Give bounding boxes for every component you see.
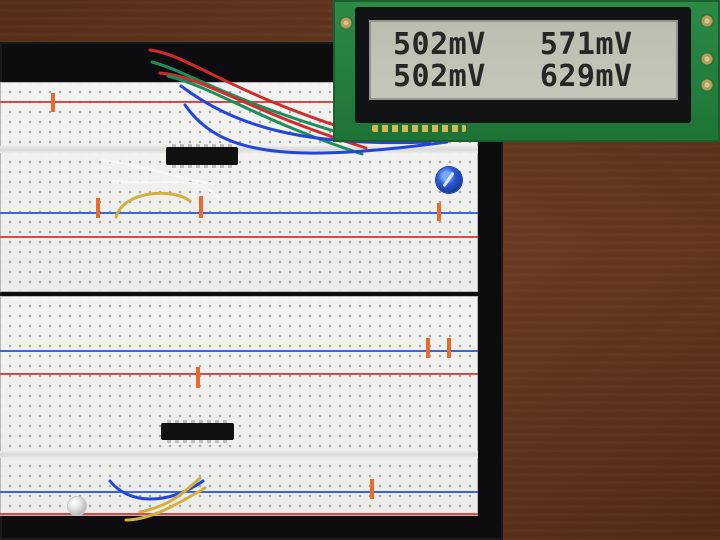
upper-channel [0, 146, 478, 153]
middle-blue-rail [0, 350, 478, 352]
upper-red-rail [0, 236, 478, 238]
lcd-module: 502mV 571mV 502mV 629mV [333, 0, 720, 142]
mount-hole-top-left [339, 16, 353, 30]
lower-channel [0, 451, 478, 458]
lower-breadboard [0, 296, 478, 516]
upper-blue-rail [0, 212, 478, 214]
upper-ic-chip-icon [166, 144, 238, 168]
lcd-line-1: 502mV 571mV [393, 27, 633, 62]
bottom-red-rail [0, 513, 478, 515]
mount-hole-right-bottom [700, 78, 714, 92]
lcd-line-2-left: 502mV [393, 59, 486, 94]
white-led-icon [67, 496, 87, 516]
blue-potentiometer-icon[interactable] [436, 167, 462, 193]
lower-ic-chip-icon [161, 420, 234, 443]
lcd-line-1-left: 502mV [393, 27, 486, 62]
lcd-pin-row [372, 125, 466, 132]
lcd-line-1-right: 571mV [539, 27, 633, 62]
lcd-line-2-right: 629mV [539, 59, 633, 94]
bottom-blue-rail [0, 491, 478, 493]
mount-hole-right-middle [700, 52, 714, 66]
lcd-screen: 502mV 571mV 502mV 629mV [369, 20, 678, 100]
mount-hole-top-right [700, 14, 714, 28]
middle-red-rail [0, 373, 478, 375]
lcd-line-2: 502mV 629mV [393, 59, 633, 94]
